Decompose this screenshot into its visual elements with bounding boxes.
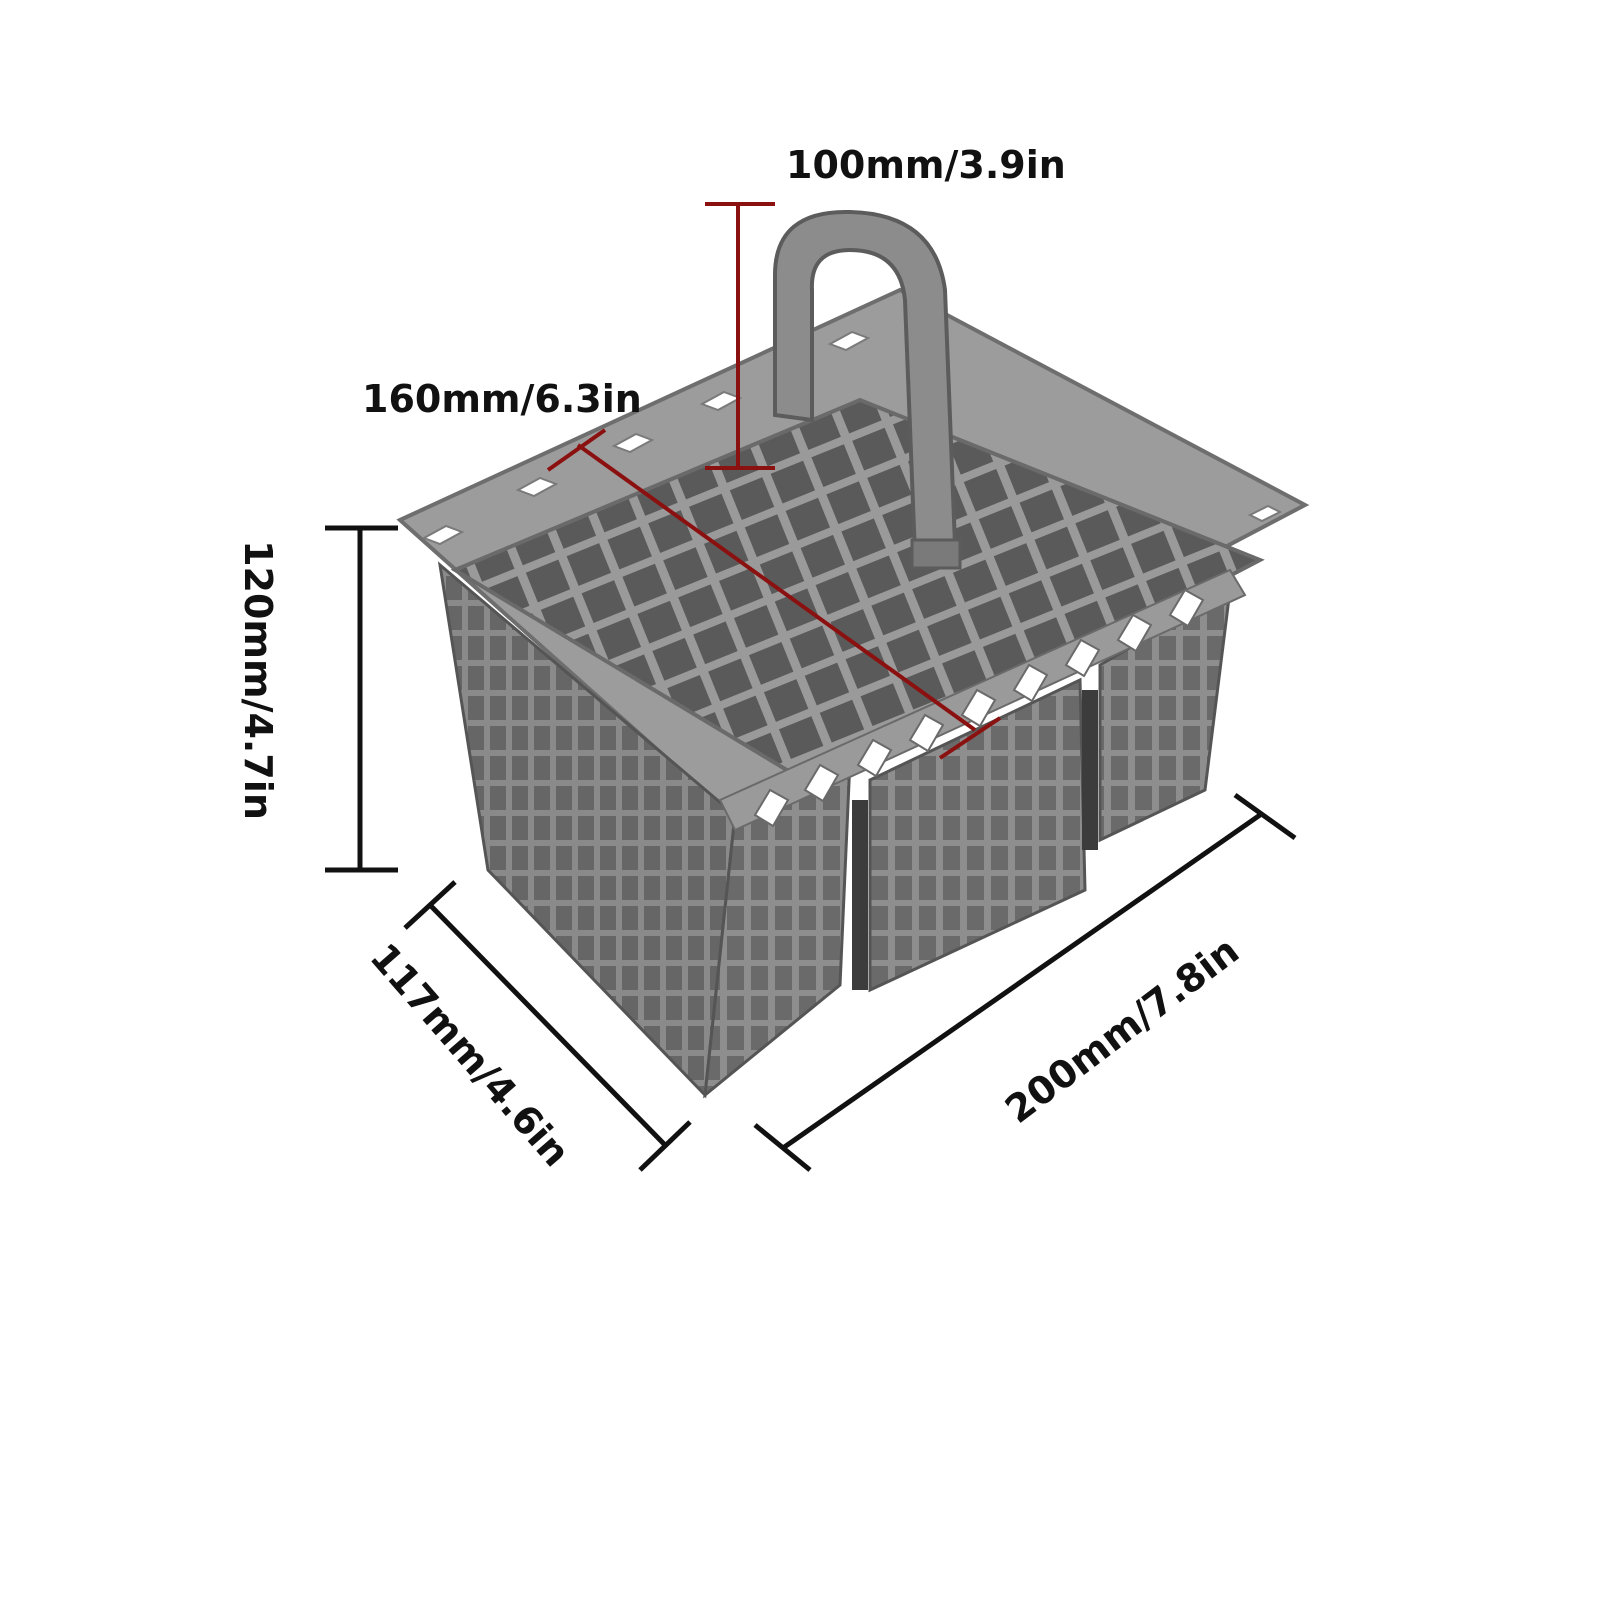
top-depth-dimension xyxy=(546,428,1002,760)
handle-height-dimension xyxy=(705,202,775,470)
handle-base xyxy=(910,538,962,570)
front-divider xyxy=(1082,690,1098,850)
depth-dimension xyxy=(403,880,692,1172)
height-label: 120mm/4.7in xyxy=(236,540,280,820)
handle-height-label: 100mm/3.9in xyxy=(786,143,1066,187)
height-dimension xyxy=(325,525,398,873)
handle xyxy=(773,209,958,558)
top-depth-label: 160mm/6.3in xyxy=(362,377,642,421)
rim-slots xyxy=(421,330,1283,546)
lid-front-holes xyxy=(753,588,1205,828)
front-wall-middle xyxy=(868,677,1087,993)
width-dimension xyxy=(753,792,1297,1172)
front-divider xyxy=(852,800,868,990)
lid-grid xyxy=(450,397,1265,793)
